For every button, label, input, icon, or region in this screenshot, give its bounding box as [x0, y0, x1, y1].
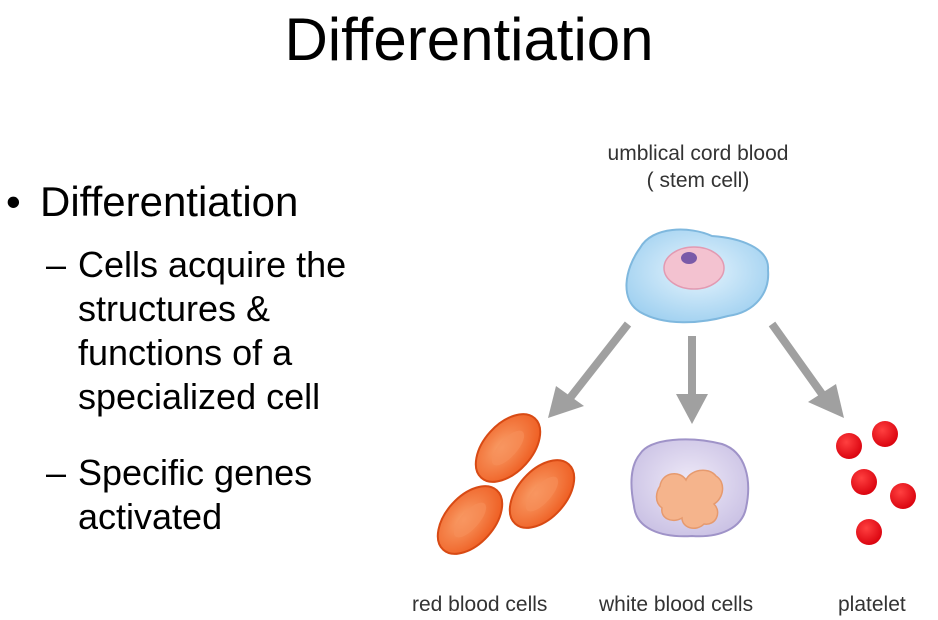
sub-bullet-genes: – Specific genes activated — [46, 451, 398, 539]
dash-marker: – — [46, 452, 67, 493]
white-blood-cells-label: white blood cells — [599, 593, 754, 616]
red-blood-cells-icon — [436, 413, 576, 555]
bullet-marker: • — [6, 178, 21, 225]
stem-cell-sublabel: ( stem cell) — [646, 169, 750, 192]
slide-title: Differentiation — [284, 6, 654, 73]
dash-marker: – — [46, 244, 67, 285]
stem-cell-icon — [625, 228, 770, 324]
main-bullet-text: Differentiation — [40, 178, 299, 225]
stem-cell-label: umblical cord blood — [607, 142, 789, 165]
red-blood-cells-label: red blood cells — [412, 593, 548, 616]
platelet-label: platelet — [838, 593, 906, 616]
sub-bullet-acquire: – Cells acquire the structures & functio… — [46, 243, 398, 419]
white-blood-cell-icon — [630, 438, 750, 538]
platelets-icon — [836, 421, 916, 545]
arrow-to-platelets — [768, 321, 844, 418]
sub-bullet-text: Cells acquire the structures & functions… — [78, 244, 347, 417]
sub-bullet-text: Specific genes activated — [78, 452, 313, 537]
arrow-to-white-blood-cell — [676, 336, 708, 424]
arrow-to-red-blood-cells — [548, 321, 632, 418]
main-bullet: • Differentiation — [6, 176, 298, 228]
